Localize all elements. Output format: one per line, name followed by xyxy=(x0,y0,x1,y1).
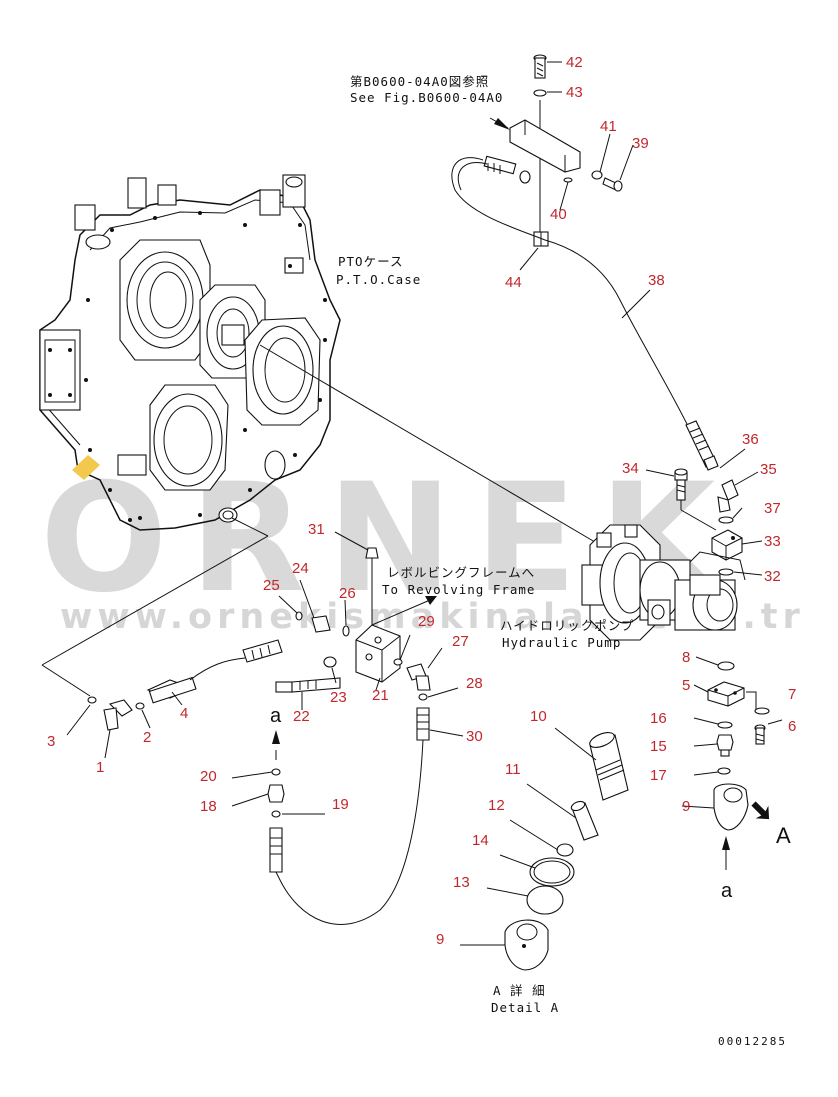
callout-28: 28 xyxy=(466,675,483,692)
hydraulic-pump-drawing xyxy=(581,524,746,641)
callout-20: 20 xyxy=(200,768,217,785)
callout-40: 40 xyxy=(550,206,567,223)
callout-33: 33 xyxy=(764,533,781,550)
callout-22: 22 xyxy=(293,708,310,725)
callout-38: 38 xyxy=(648,272,665,289)
callout-25: 25 xyxy=(263,577,280,594)
callout-2: 2 xyxy=(143,729,151,746)
part-callouts: 1 2 3 4 5 6 7 8 9 9 10 11 12 13 14 15 16… xyxy=(47,54,796,948)
hose-assembly-left xyxy=(41,517,437,925)
pto-case-label-jp: PTOケース xyxy=(338,254,403,269)
pto-case-drawing xyxy=(39,174,341,531)
callout-13: 13 xyxy=(453,874,470,891)
hydraulic-pump-label-jp: ハイドロリックポンプ xyxy=(500,618,634,633)
revolving-frame-label-en: To Revolving Frame xyxy=(382,582,535,597)
callout-41: 41 xyxy=(600,118,617,135)
callout-36: 36 xyxy=(742,431,759,448)
callout-23: 23 xyxy=(330,689,347,706)
callout-4: 4 xyxy=(180,705,188,722)
revolving-frame-label-jp: レボルビングフレームへ xyxy=(387,565,535,580)
callout-12: 12 xyxy=(488,797,505,814)
hydraulic-pump-label-en: Hydraulic Pump xyxy=(502,635,621,650)
callout-9-right: 9 xyxy=(682,798,690,815)
callout-30: 30 xyxy=(466,728,483,745)
pto-case-label-en: P.T.O.Case xyxy=(336,272,421,287)
callout-43: 43 xyxy=(566,84,583,101)
callout-19: 19 xyxy=(332,796,349,813)
callout-3: 3 xyxy=(47,733,55,750)
callout-1: 1 xyxy=(96,759,104,776)
callout-18: 18 xyxy=(200,798,217,815)
document-number: 00012285 xyxy=(718,1035,787,1048)
callout-17: 17 xyxy=(650,767,667,784)
bracket-assembly xyxy=(451,54,691,431)
view-a-lower-letter: a xyxy=(721,880,733,902)
detail-a-label-jp: A 詳 細 xyxy=(493,983,546,998)
callout-29: 29 xyxy=(418,613,435,630)
callout-26: 26 xyxy=(339,585,356,602)
callout-21: 21 xyxy=(372,687,389,704)
cable-end-fitting xyxy=(685,420,719,471)
callout-11: 11 xyxy=(505,761,521,778)
view-a-left-letter: a xyxy=(270,705,282,727)
callout-10: 10 xyxy=(530,708,547,725)
callout-8: 8 xyxy=(682,649,690,666)
right-stack xyxy=(707,661,770,870)
callout-5: 5 xyxy=(682,677,690,694)
callout-42: 42 xyxy=(566,54,583,71)
detail-a-parts xyxy=(504,732,629,971)
callout-6: 6 xyxy=(788,718,796,735)
detail-a-label-en: Detail A xyxy=(491,1000,559,1015)
callout-44: 44 xyxy=(505,274,522,291)
callout-7: 7 xyxy=(788,686,796,703)
callout-9-detail: 9 xyxy=(436,931,444,948)
callout-24: 24 xyxy=(292,560,309,577)
callout-34: 34 xyxy=(622,460,639,477)
callout-16: 16 xyxy=(650,710,667,727)
callout-37: 37 xyxy=(764,500,781,517)
callout-15: 15 xyxy=(650,738,667,755)
callout-31: 31 xyxy=(308,521,325,538)
callout-39: 39 xyxy=(632,135,649,152)
callout-32: 32 xyxy=(764,568,781,585)
see-fig-label-en: See Fig.B0600-04A0 xyxy=(350,90,503,105)
callout-27: 27 xyxy=(452,633,469,650)
callout-35: 35 xyxy=(760,461,777,478)
annotations: 第B0600-04A0図参照 See Fig.B0600-04A0 PTOケース… xyxy=(270,74,791,1048)
callout-14: 14 xyxy=(472,832,489,849)
see-fig-label-jp: 第B0600-04A0図参照 xyxy=(350,74,489,89)
callout-leaders xyxy=(66,61,783,946)
view-a-letter: A xyxy=(776,823,791,848)
